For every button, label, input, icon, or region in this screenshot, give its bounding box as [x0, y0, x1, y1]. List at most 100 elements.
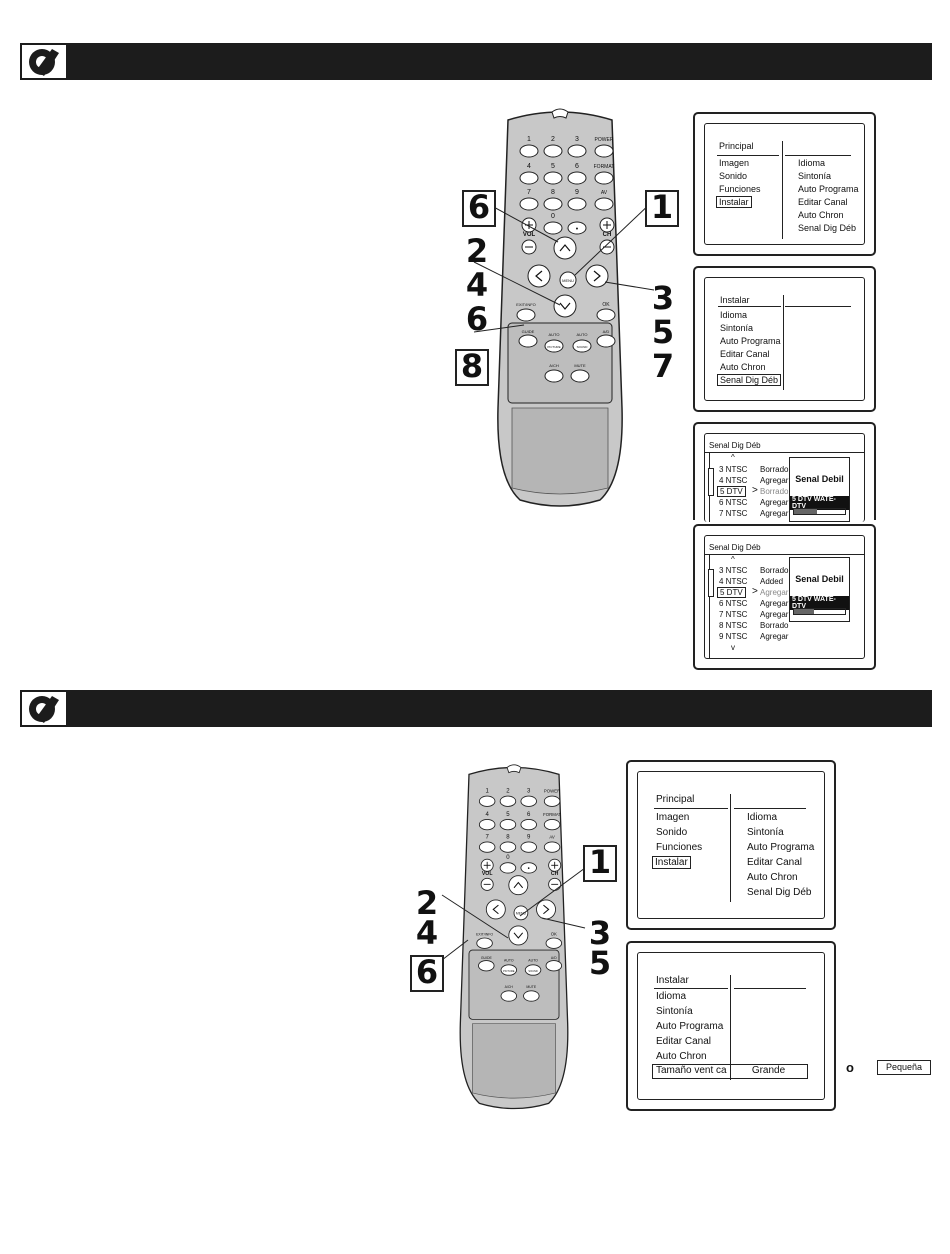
remote-key-8[interactable]: 8	[506, 834, 510, 840]
remote-key-1[interactable]: 1	[485, 789, 489, 795]
menu-item-funciones[interactable]: Funciones	[656, 842, 703, 853]
remote-mute-label[interactable]: MUTE	[526, 985, 536, 989]
channel-row-selected[interactable]: 5 DTV>Agregar	[717, 586, 788, 598]
remote-key-4[interactable]: 4	[485, 812, 489, 818]
menu-item-funciones[interactable]: Funciones	[719, 184, 761, 194]
submenu-idioma[interactable]: Idioma	[747, 812, 778, 823]
remote-key-8[interactable]: 8	[551, 189, 555, 196]
instalar-editar-canal[interactable]: Editar Canal	[656, 1036, 712, 1047]
instalar-idioma[interactable]: Idioma	[720, 310, 748, 320]
submenu-editar-canal[interactable]: Editar Canal	[747, 857, 803, 868]
remote-key-5[interactable]: 5	[551, 163, 555, 170]
remote-key-2[interactable]: 2	[506, 789, 510, 795]
instalar-auto-programa[interactable]: Auto Programa	[656, 1021, 724, 1032]
instalar-senal-dig-deb[interactable]: Senal Dig Déb	[717, 374, 782, 386]
menu-item-instalar[interactable]: Instalar	[652, 856, 691, 869]
remote-key-0[interactable]: 0	[506, 855, 510, 861]
remote-guide-label[interactable]: GUIDE	[481, 956, 493, 960]
remote-key-av[interactable]: AV	[601, 190, 608, 196]
window-size-row[interactable]: Tamaño vent ca Grande	[652, 1064, 808, 1079]
submenu-auto-programa[interactable]: Auto Programa	[747, 842, 815, 853]
instalar-editar-canal[interactable]: Editar Canal	[720, 349, 770, 359]
remote-mute-label[interactable]: MUTE	[574, 363, 586, 368]
menu-item-imagen[interactable]: Imagen	[719, 158, 750, 168]
remote-key-7[interactable]: 7	[485, 834, 489, 840]
scroll-down-icon[interactable]: v	[731, 643, 735, 652]
submenu-auto-programa[interactable]: Auto Programa	[798, 184, 859, 194]
menu-item-sonido[interactable]: Sonido	[719, 171, 748, 181]
remote-key-dot[interactable]: •	[576, 226, 579, 233]
submenu-editar-canal[interactable]: Editar Canal	[798, 197, 848, 207]
remote-ad-label[interactable]: A/D	[603, 329, 610, 334]
remote-exit-label[interactable]: EXIT/INFO	[516, 302, 536, 307]
remote-menu-label[interactable]: MENU	[516, 912, 527, 916]
instalar-auto-programa[interactable]: Auto Programa	[720, 336, 781, 346]
step-1: 1	[645, 190, 679, 227]
remote-ok-label[interactable]: OK	[551, 931, 557, 936]
remote-auto-picture-label[interactable]: AUTO	[548, 332, 559, 337]
remote-key-6[interactable]: 6	[575, 163, 579, 170]
dialog-title: Senal Debil	[795, 474, 844, 484]
remote-key-7[interactable]: 7	[527, 189, 531, 196]
menu-item-sonido[interactable]: Sonido	[656, 827, 688, 838]
remote-auto-sound-label[interactable]: AUTO	[576, 332, 587, 337]
remote-key-6[interactable]: 6	[527, 812, 531, 818]
submenu-senal-dig-deb[interactable]: Senal Dig Déb	[747, 887, 812, 898]
senal-title: Senal Dig Déb	[709, 441, 761, 450]
remote-key-dot[interactable]: •	[528, 866, 530, 872]
submenu-senal-dig-deb[interactable]: Senal Dig Déb	[798, 223, 857, 233]
remote-ach-label[interactable]: A/CH	[505, 985, 514, 989]
remote-key-4[interactable]: 4	[527, 163, 531, 170]
instalar-auto-chron[interactable]: Auto Chron	[656, 1051, 707, 1062]
remote-key-3[interactable]: 3	[527, 789, 531, 795]
channel-row-selected[interactable]: 5 DTV>Borrado	[717, 485, 788, 497]
remote-guide-label[interactable]: GUIDE	[522, 329, 535, 334]
remote-ok-label[interactable]: OK	[602, 302, 610, 308]
remote-key-3[interactable]: 3	[575, 136, 579, 143]
instalar-sintonia[interactable]: Sintonía	[656, 1006, 693, 1017]
remote-auto-sound-label[interactable]: AUTO	[528, 958, 538, 962]
remote-ach-label[interactable]: A/CH	[549, 363, 559, 368]
remote-key-format[interactable]: FORMAT	[543, 812, 561, 817]
scrollbar-thumb[interactable]	[708, 468, 714, 496]
remote-key-power[interactable]: POWER	[544, 789, 560, 794]
submenu-auto-chron[interactable]: Auto Chron	[798, 210, 844, 220]
submenu-idioma[interactable]: Idioma	[798, 158, 826, 168]
instalar-idioma[interactable]: Idioma	[656, 991, 687, 1002]
scrollbar-thumb[interactable]	[708, 569, 714, 597]
instalar-sintonia[interactable]: Sintonía	[720, 323, 754, 333]
remote-key-1[interactable]: 1	[527, 136, 531, 143]
instalar-auto-chron[interactable]: Auto Chron	[720, 362, 766, 372]
menu-item-imagen[interactable]: Imagen	[656, 812, 690, 823]
remote-key-av[interactable]: AV	[549, 834, 555, 839]
submenu-sintonia[interactable]: Sintonía	[798, 171, 832, 181]
remote-key-power[interactable]: POWER	[595, 137, 614, 143]
remote-key-9[interactable]: 9	[527, 834, 531, 840]
remote-key-9[interactable]: 9	[575, 189, 579, 196]
submenu-auto-chron[interactable]: Auto Chron	[747, 872, 798, 883]
remote-auto-picture-label[interactable]: AUTO	[504, 958, 514, 962]
remote-ad-label[interactable]: A/D	[551, 956, 557, 960]
remote-key-0[interactable]: 0	[551, 213, 555, 220]
submenu-sintonia[interactable]: Sintonía	[747, 827, 784, 838]
remote-key-2[interactable]: 2	[551, 136, 555, 143]
menu-item-instalar[interactable]: Instalar	[716, 196, 752, 208]
scroll-up-icon[interactable]: ^	[731, 453, 735, 462]
channel-name: 4 NTSC	[719, 577, 748, 586]
remote-menu-label[interactable]: MENU	[562, 278, 574, 283]
remote-key-5[interactable]: 5	[506, 812, 510, 818]
scroll-up-icon[interactable]: ^	[731, 555, 735, 564]
remote-key-format[interactable]: FORMAT	[594, 164, 615, 170]
remote-exit-label[interactable]: EXIT/INFO	[476, 932, 493, 936]
